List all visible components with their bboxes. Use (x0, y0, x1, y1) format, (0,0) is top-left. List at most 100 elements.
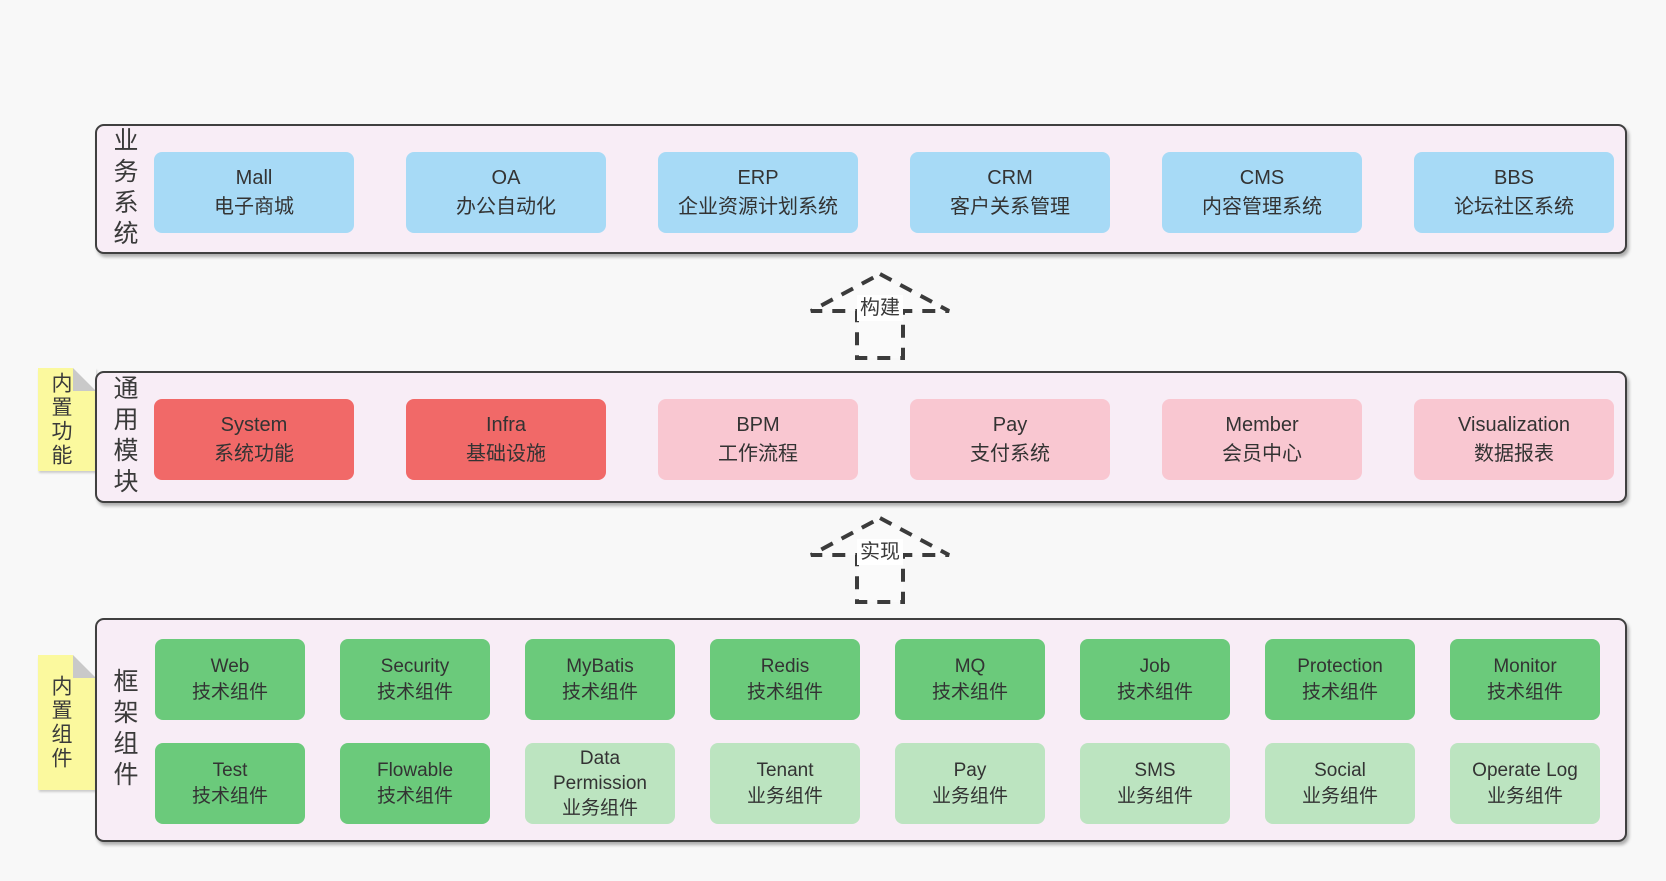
box-title: Tenant (756, 760, 814, 782)
box-subtitle: 电子商城 (214, 195, 294, 218)
box-bpm: BPM 工作流程 (658, 399, 858, 480)
box-title: SMS (1134, 760, 1176, 782)
box-subtitle: 支付系统 (970, 442, 1050, 465)
box-title: BBS (1493, 167, 1535, 190)
box-subtitle: 数据报表 (1474, 442, 1554, 465)
box-visualization: Visualization 数据报表 (1414, 399, 1614, 480)
box-subtitle: 工作流程 (718, 442, 798, 465)
box-subtitle: 技术组件 (1116, 681, 1193, 703)
box-subtitle: 技术组件 (376, 785, 453, 807)
box-title: Protection (1297, 656, 1383, 678)
box-subtitle: 业务组件 (931, 785, 1008, 807)
box-operate-log: Operate Log 业务组件 (1450, 743, 1600, 824)
sticky-note-built-in-features: 内置功能 (38, 368, 96, 471)
box-subtitle: 技术组件 (561, 681, 638, 703)
arrow-label: 实现 (857, 539, 903, 565)
box-title: Infra (485, 414, 527, 437)
box-bbs: BBS 论坛社区系统 (1414, 152, 1614, 233)
box-title: Mall (235, 167, 273, 190)
box-title: Job (1139, 656, 1171, 678)
box-title: Operate Log (1472, 760, 1578, 782)
box-job: Job 技术组件 (1080, 639, 1230, 720)
business-systems-panel: 业务系统 Mall 电子商城 OA 办公自动化 ERP 企业资源计划系统 CRM 客户关系管理… (95, 124, 1627, 254)
box-mq: MQ 技术组件 (895, 639, 1045, 720)
box-title: Security (380, 656, 450, 678)
box-subtitle: 技术组件 (1486, 681, 1563, 703)
box-subtitle: 内容管理系统 (1202, 195, 1322, 218)
box-subtitle: 系统功能 (214, 442, 294, 465)
box-member: Member 会员中心 (1162, 399, 1362, 480)
box-subtitle: 业务组件 (746, 785, 823, 807)
box-mall: Mall 电子商城 (154, 152, 354, 233)
sticky-note-text: 内置组件 (49, 674, 72, 771)
box-crm: CRM 客户关系管理 (910, 152, 1110, 233)
box-title: MyBatis (566, 656, 634, 678)
box-subtitle: 业务组件 (1116, 785, 1193, 807)
box-subtitle: 技术组件 (1301, 681, 1378, 703)
box-subtitle: 业务组件 (561, 798, 638, 820)
box-title: CRM (987, 167, 1033, 190)
box-infra: Infra 基础设施 (406, 399, 606, 480)
sticky-note-built-in-components: 内置组件 (38, 655, 96, 790)
box-subtitle: 技术组件 (191, 785, 268, 807)
box-subtitle: 业务组件 (1301, 785, 1378, 807)
box-title: Pay (953, 760, 987, 782)
box-redis: Redis 技术组件 (710, 639, 860, 720)
box-title: Test (212, 760, 248, 782)
box-title: Redis (760, 656, 810, 678)
box-title: Visualization (1458, 414, 1570, 437)
box-title: System (220, 414, 288, 437)
box-title: Data Permission (553, 747, 647, 794)
implement-arrow-icon: 实现 (808, 515, 952, 605)
box-subtitle: 客户关系管理 (950, 195, 1070, 218)
box-flowable: Flowable 技术组件 (340, 743, 490, 824)
box-subtitle: 论坛社区系统 (1454, 195, 1574, 218)
business-systems-boxes: Mall 电子商城 OA 办公自动化 ERP 企业资源计划系统 CRM 客户关系管理 CMS 内容… (154, 152, 1614, 233)
box-title: OA (491, 167, 521, 190)
box-test: Test 技术组件 (155, 743, 305, 824)
box-subtitle: 办公自动化 (456, 195, 556, 218)
box-security: Security 技术组件 (340, 639, 490, 720)
box-title: MQ (954, 656, 986, 678)
box-title: CMS (1239, 167, 1285, 190)
box-web: Web 技术组件 (155, 639, 305, 720)
common-modules-label: 通用模块 (110, 375, 138, 499)
folded-corner-icon (73, 368, 96, 391)
folded-corner-icon (73, 655, 96, 678)
box-pay: Pay 业务组件 (895, 743, 1045, 824)
box-title: Member (1225, 414, 1299, 437)
box-subtitle: 技术组件 (931, 681, 1008, 703)
box-sms: SMS 业务组件 (1080, 743, 1230, 824)
box-subtitle: 业务组件 (1486, 785, 1563, 807)
box-title: Web (210, 656, 250, 678)
box-title: Flowable (376, 760, 454, 782)
box-subtitle: 技术组件 (746, 681, 823, 703)
box-tenant: Tenant 业务组件 (710, 743, 860, 824)
box-title: Social (1314, 760, 1366, 782)
box-monitor: Monitor 技术组件 (1450, 639, 1600, 720)
box-title: Monitor (1493, 656, 1557, 678)
box-system: System 系统功能 (154, 399, 354, 480)
box-protection: Protection 技术组件 (1265, 639, 1415, 720)
framework-components-label: 框架组件 (110, 668, 138, 792)
box-oa: OA 办公自动化 (406, 152, 606, 233)
box-subtitle: 技术组件 (376, 681, 453, 703)
box-title: BPM (736, 414, 780, 437)
box-subtitle: 企业资源计划系统 (678, 195, 838, 218)
arrow-label: 构建 (857, 295, 903, 321)
box-social: Social 业务组件 (1265, 743, 1415, 824)
business-systems-label: 业务系统 (110, 127, 138, 251)
box-mybatis: MyBatis 技术组件 (525, 639, 675, 720)
box-title: ERP (737, 167, 779, 190)
box-subtitle: 会员中心 (1222, 442, 1302, 465)
box-subtitle: 技术组件 (191, 681, 268, 703)
build-arrow-icon: 构建 (808, 271, 952, 361)
box-subtitle: 基础设施 (466, 442, 546, 465)
box-data-permission: Data Permission 业务组件 (525, 743, 675, 824)
box-erp: ERP 企业资源计划系统 (658, 152, 858, 233)
